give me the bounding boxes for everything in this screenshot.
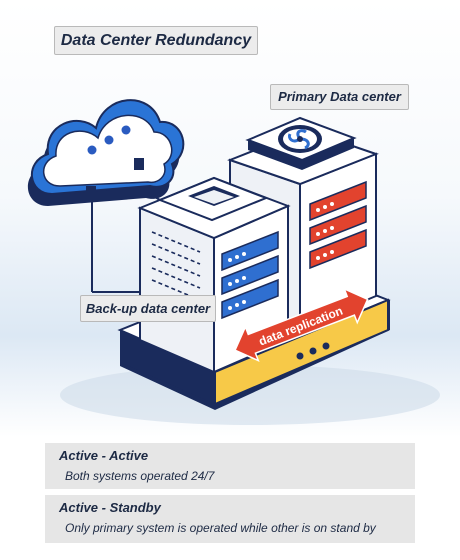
data-center-illustration: data replication <box>27 99 440 425</box>
mode-description: Only primary system is operated while ot… <box>65 521 376 535</box>
diagram-title: Data Center Redundancy <box>54 26 258 55</box>
mode-card-active-standby: Active - Standby Only primary system is … <box>45 495 415 543</box>
backup-drives <box>221 230 279 320</box>
mode-card-active-active: Active - Active Both systems operated 24… <box>45 443 415 489</box>
primary-drives <box>309 180 367 270</box>
primary-datacenter-label: Primary Data center <box>270 84 409 110</box>
mode-title: Active - Active <box>59 448 149 463</box>
backup-datacenter-label: Back-up data center <box>80 295 216 322</box>
mode-title: Active - Standby <box>59 500 161 515</box>
cloud-icon <box>27 99 185 206</box>
mode-description: Both systems operated 24/7 <box>65 469 215 483</box>
